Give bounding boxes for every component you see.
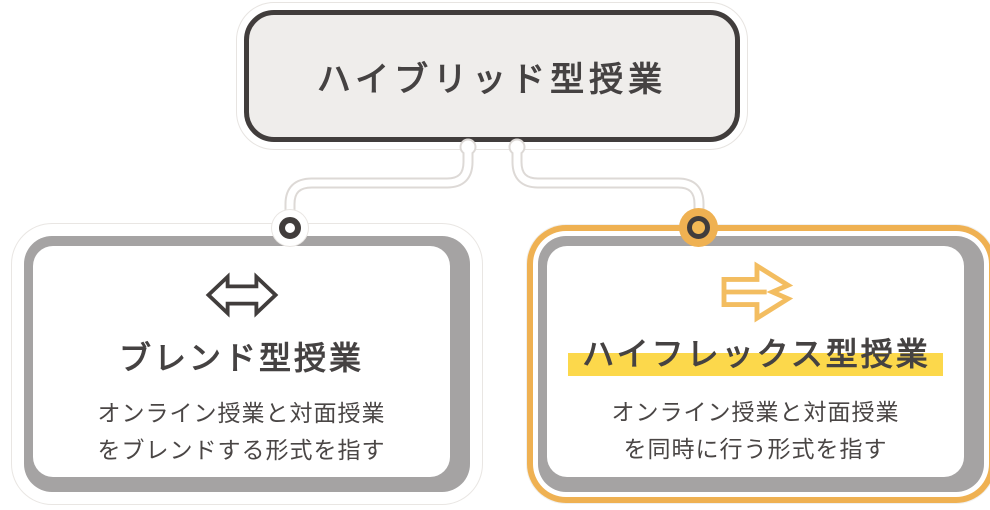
connector-right-dot xyxy=(510,140,524,154)
connector-left-halo xyxy=(284,142,474,216)
connector-left-dot xyxy=(461,140,475,154)
merge-arrow-icon xyxy=(721,261,793,323)
parent-node-hybrid: ハイブリッド型授業 xyxy=(244,10,740,142)
parent-node-title: ハイブリッド型授業 xyxy=(316,60,668,99)
connector-right-halo xyxy=(511,142,705,216)
blend-description: オンライン授業と対面授業 をブレンドする形式を指す xyxy=(98,395,386,470)
blend-title: ブレンド型授業 xyxy=(118,340,364,376)
hyflex-title: ハイフレックス型授業 xyxy=(568,336,943,376)
connector-white xyxy=(286,144,703,214)
hyflex-desc-line2: を同時に行う形式を指す xyxy=(623,436,888,463)
blend-desc-line2: をブレンドする形式を指す xyxy=(97,437,386,464)
hyflex-description: オンライン授業と対面授業 を同時に行う形式を指す xyxy=(612,394,900,469)
blend-junction-circle xyxy=(279,217,301,239)
connector-left-line xyxy=(286,144,472,214)
double-headed-arrow-icon xyxy=(205,272,278,318)
child-node-hyflex: ハイフレックス型授業 オンライン授業と対面授業 を同時に行う形式を指す xyxy=(538,236,984,492)
hyflex-card: ハイフレックス型授業 オンライン授業と対面授業 を同時に行う形式を指す xyxy=(547,246,964,477)
blend-desc-line1: オンライン授業と対面授業 xyxy=(97,399,386,426)
connector-halo xyxy=(284,142,705,216)
child-node-blend: ブレンド型授業 オンライン授業と対面授業 をブレンドする形式を指す xyxy=(24,236,470,492)
blend-card: ブレンド型授業 オンライン授業と対面授業 をブレンドする形式を指す xyxy=(33,246,450,477)
hyflex-junction-circle xyxy=(687,216,710,239)
hyflex-title-highlight: ハイフレックス型授業 xyxy=(568,336,943,376)
hyflex-desc-line1: オンライン授業と対面授業 xyxy=(611,398,900,425)
connector-right-line xyxy=(513,144,703,214)
